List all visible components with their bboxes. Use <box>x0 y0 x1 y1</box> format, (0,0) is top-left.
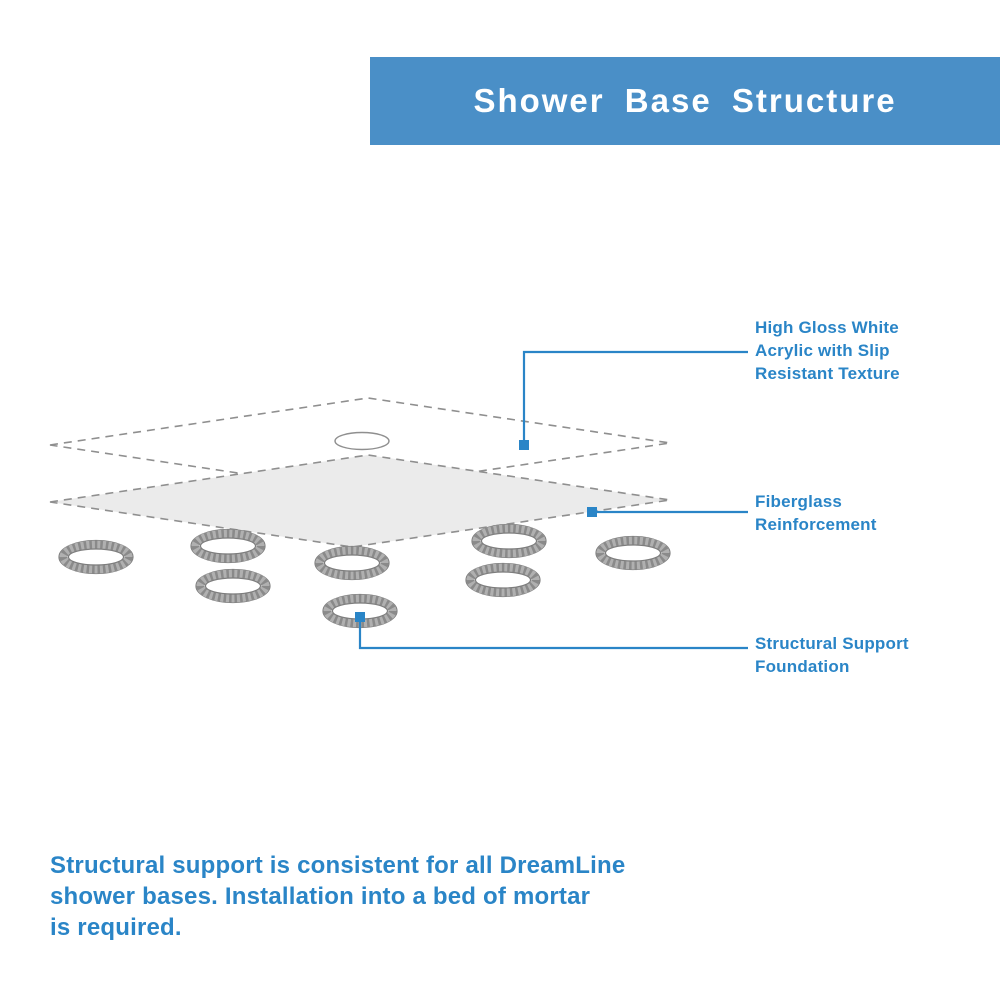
footer-note: Structural support is consistent for all… <box>50 850 625 943</box>
callout-line: Resistant Texture <box>755 364 900 383</box>
callout-line: High Gloss White <box>755 318 899 337</box>
header-banner: Shower Base Structure <box>370 57 1000 145</box>
support-ring <box>315 547 389 580</box>
callout-line: Acrylic with Slip <box>755 341 890 360</box>
support-ring <box>59 541 133 574</box>
support-ring <box>596 537 670 570</box>
support-ring <box>196 570 270 603</box>
support-ring <box>191 530 265 563</box>
acrylic-leader-dot <box>519 440 529 450</box>
callout-line: Foundation <box>755 657 850 676</box>
fiberglass-layer <box>49 454 671 548</box>
drain-hole <box>334 431 390 451</box>
callout-line: Fiberglass <box>755 492 843 511</box>
callout-line: Reinforcement <box>755 515 877 534</box>
callout-support-label: Structural Support Foundation <box>755 632 909 678</box>
footer-line: Structural support is consistent for all… <box>50 852 626 879</box>
support-leader-line <box>358 621 748 650</box>
callout-line: Structural Support <box>755 634 909 653</box>
callout-fiberglass-label: Fiberglass Reinforcement <box>755 490 877 536</box>
footer-line: is required. <box>50 914 182 941</box>
footer-line: shower bases. Installation into a bed of… <box>50 883 591 910</box>
callout-acrylic-label: High Gloss White Acrylic with Slip Resis… <box>755 316 900 385</box>
page-title: Shower Base Structure <box>473 82 897 119</box>
fiberglass-leader-dot <box>587 507 597 517</box>
support-ring <box>472 525 546 558</box>
support-leader-dot <box>355 612 365 622</box>
acrylic-leader-line <box>522 350 748 448</box>
support-ring <box>466 564 540 597</box>
